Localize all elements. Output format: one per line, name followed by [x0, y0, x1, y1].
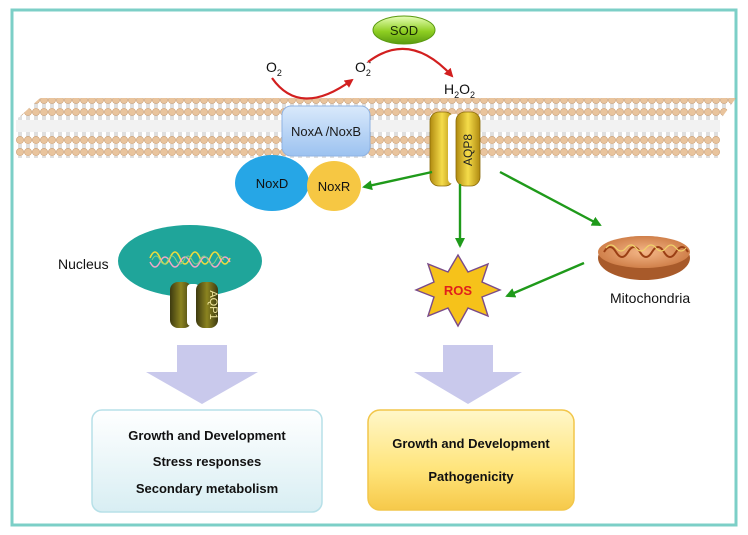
- left-big-down-arrow: [146, 345, 258, 404]
- ros-label: ROS: [444, 283, 473, 298]
- mitochondria-to-ros-arrow: [505, 261, 585, 298]
- right-big-down-arrow: [414, 345, 522, 404]
- noxa-noxb-label: NoxA /NoxB: [291, 124, 361, 139]
- superoxide-to-h2o2-arrow: [367, 47, 454, 78]
- noxd-label: NoxD: [256, 176, 289, 191]
- mitochondrion: [598, 236, 690, 280]
- noxa-noxb-complex: NoxA /NoxB: [281, 105, 371, 157]
- sod-label: SOD: [390, 23, 418, 38]
- left-outcome-line2: Stress responses: [153, 454, 261, 469]
- aqp8-to-noxr-arrow: [362, 170, 433, 191]
- h2o2-label: H2O2: [444, 81, 475, 100]
- right-outcome-line2: Pathogenicity: [428, 469, 514, 484]
- right-outcome-line1: Growth and Development: [392, 436, 550, 451]
- ros-burst: ROS: [414, 253, 502, 328]
- aqp1-channel: AQP1: [170, 282, 219, 328]
- nucleus-label: Nucleus: [58, 256, 109, 272]
- o2-label: O2: [266, 59, 282, 78]
- sod-enzyme: SOD: [372, 15, 436, 45]
- noxr-label: NoxR: [318, 179, 351, 194]
- aqp8-channel: AQP8: [429, 111, 481, 187]
- aqp8-label: AQP8: [461, 134, 475, 166]
- o2-to-superoxide-arrow: [271, 77, 354, 100]
- aqp1-label: AQP1: [207, 290, 219, 319]
- aqp8-to-mitochondria-arrow: [499, 170, 602, 227]
- left-outcome-box: Growth and Development Stress responses …: [91, 409, 323, 513]
- right-outcome-box: Growth and Development Pathogenicity: [367, 409, 575, 511]
- left-outcome-line1: Growth and Development: [128, 428, 286, 443]
- noxr-protein: NoxR: [307, 161, 361, 211]
- noxd-protein: NoxD: [235, 155, 309, 211]
- nucleus: [118, 225, 262, 297]
- left-outcome-line3: Secondary metabolism: [136, 481, 278, 496]
- cell-membrane: [16, 98, 736, 158]
- mitochondria-label: Mitochondria: [610, 290, 690, 306]
